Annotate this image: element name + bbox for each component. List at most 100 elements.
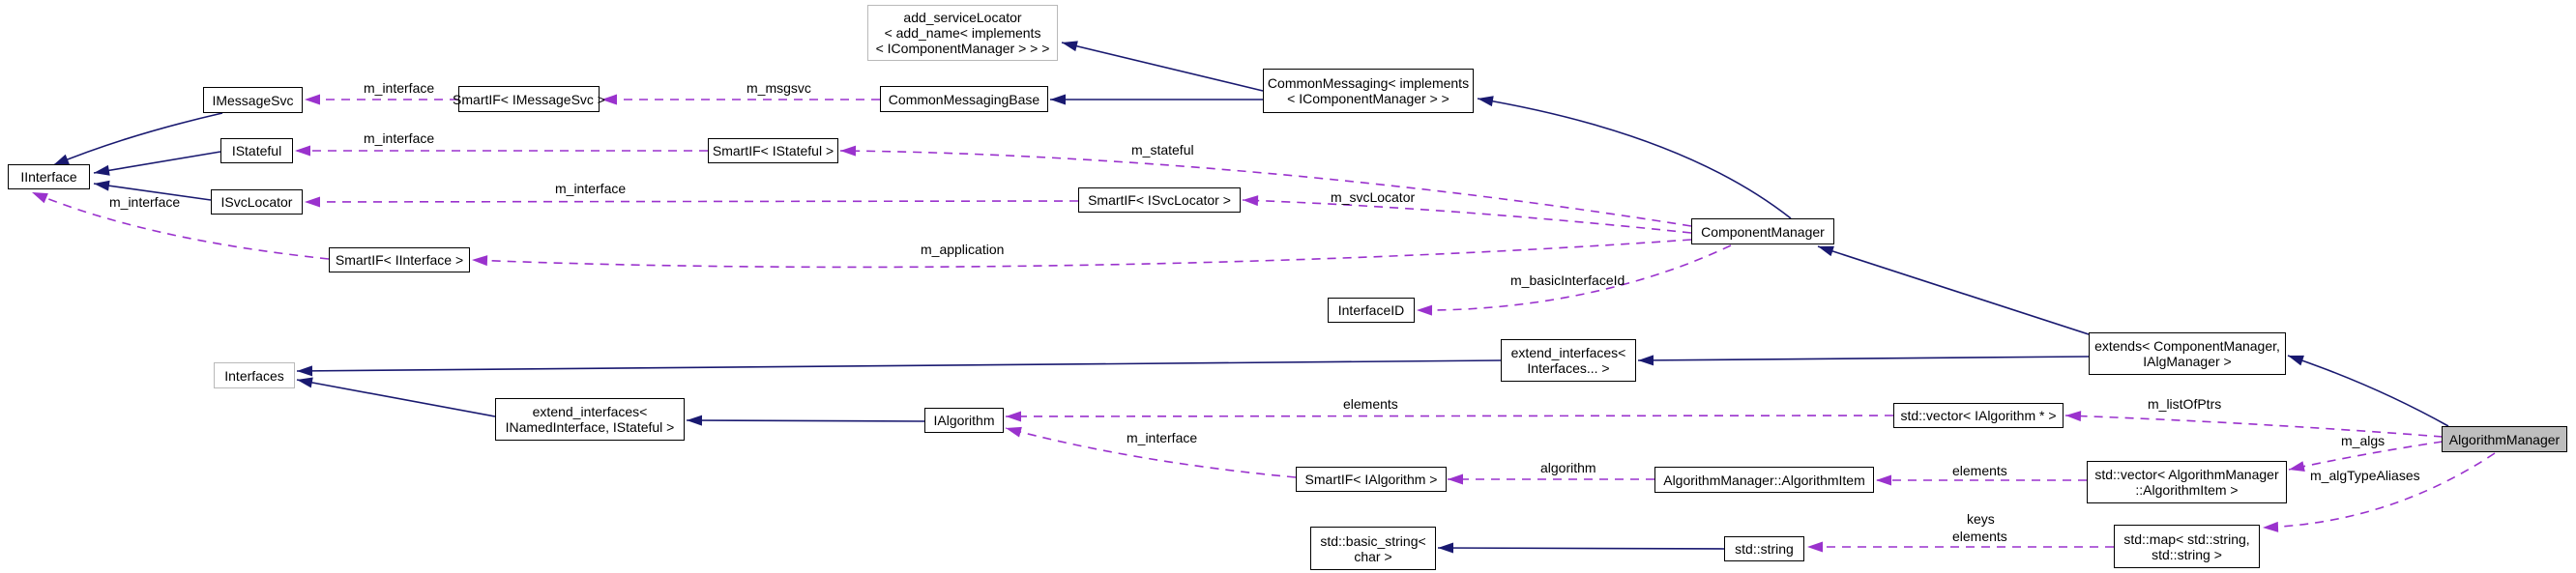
class-node-label: SmartIF< IAlgorithm > [1304,472,1438,487]
arrowhead-component_manager [1818,245,1834,257]
arrowhead-extend_interfaces_named [687,415,703,426]
inheritance-edge-i_stateful-to-i_interface [93,151,221,174]
class-node-smartif_istateful[interactable]: SmartIF< IStateful > [708,138,838,163]
usage-edge-algorithm_manager-to-vector_ialgorithm [2064,415,2444,438]
edge-label-m_svcLocator: m_svcLocator [1331,189,1416,205]
arrowhead-smartif_iinterface [472,255,488,267]
usage-edge-smartif_iinterface-to-i_interface [31,191,330,260]
usage-edge-vector_ialgorithm-to-i_algorithm [1005,415,1894,417]
class-node-label: < add_name< implements [884,25,1041,41]
class-node-vector_ialgorithm[interactable]: std::vector< IAlgorithm * > [1893,403,2064,428]
arrowhead-extends_cm [2288,355,2304,366]
arrowhead-interface_id [1417,304,1433,316]
class-node-common_messaging[interactable]: CommonMessaging< implements< IComponentM… [1263,69,1474,113]
arrowhead-i_interface [94,164,110,176]
arrowhead-smartif_isvclocator [1243,195,1259,207]
class-node-label: INamedInterface, IStateful > [505,419,675,435]
arrowhead-i_message_svc [305,94,320,105]
arrowhead-i_interface [32,192,48,204]
class-node-label: std::string [1735,541,1794,557]
arrowhead-add_service_locator [1062,41,1078,52]
class-node-extend_interfaces_pack[interactable]: extend_interfaces<Interfaces... > [1501,339,1636,382]
inheritance-edge-common_messaging-to-add_service_locator [1061,42,1264,92]
edge-label-algorithm: algorithm [1540,460,1596,475]
arrowhead-common_messaging [1478,96,1494,107]
edge-label-m_application: m_application [921,242,1005,257]
class-node-label: IAlgorithm [933,413,995,428]
class-node-algorithm_manager[interactable]: AlgorithmManager [2442,426,2567,452]
edge-label-m_basicInterfaceId: m_basicInterfaceId [1510,272,1625,288]
class-node-common_messaging_base[interactable]: CommonMessagingBase [880,86,1048,112]
class-node-i_algorithm[interactable]: IAlgorithm [924,408,1004,433]
class-node-label: SmartIF< IStateful > [712,143,834,158]
inheritance-edge-extend_interfaces_named-to-interfaces [296,379,496,417]
class-node-label: SmartIF< ISvcLocator > [1088,192,1231,208]
inheritance-edge-i_message_svc-to-i_interface [52,112,223,166]
class-node-label: < IComponentManager > > [1287,91,1449,106]
usage-edge-smartif_isvclocator-to-i_svc_locator [304,200,1079,203]
class-node-label: extend_interfaces< [532,404,648,419]
usage-edge-component_manager-to-smartif_iinterface [471,239,1692,269]
class-node-label: ::AlgorithmItem > [2135,482,2239,498]
arrowhead-interfaces [297,365,313,377]
class-node-std_map[interactable]: std::map< std::string,std::string > [2114,525,2260,568]
class-node-smartif_isvclocator[interactable]: SmartIF< ISvcLocator > [1078,187,1241,213]
class-node-smartif_imessagesvc[interactable]: SmartIF< IMessageSvc > [453,86,605,112]
class-node-basic_string[interactable]: std::basic_string<char > [1310,527,1436,570]
edge-label-m_interface: m_interface [555,181,627,196]
arrowhead-algorithm_item [1876,474,1891,486]
arrowhead-vector_ialgorithm [2065,411,2082,422]
class-node-label: IInterface [20,169,77,185]
class-node-label: Interfaces... > [1527,360,1610,376]
arrowhead-i_stateful [295,145,310,157]
class-node-label: std::string > [2152,546,2222,562]
arrowhead-common_messaging_base [1050,94,1066,105]
class-node-vector_algorithm_item[interactable]: std::vector< AlgorithmManager::Algorithm… [2087,461,2287,503]
class-node-label: InterfaceID [1337,302,1405,318]
inheritance-edge-extends_cm-to-component_manager [1817,245,2090,335]
edge-label-m_interface: m_interface [109,194,181,210]
inheritance-edge-extends_cm-to-extend_interfaces_pack [1637,356,2090,361]
class-node-label: add_serviceLocator [903,10,1022,25]
class-node-label: AlgorithmManager [2448,431,2561,447]
usage-edge-algorithm_manager-to-vector_algorithm_item [2288,441,2444,471]
class-node-extends_cm[interactable]: extends< ComponentManager,IAlgManager > [2089,332,2286,375]
class-node-component_manager[interactable]: ComponentManager [1691,218,1834,244]
class-node-label: < IComponentManager > > > [875,41,1050,56]
edge-label-m_algs: m_algs [2341,433,2386,448]
class-node-label: IMessageSvc [212,92,294,108]
arrowhead-std_string [1807,541,1823,553]
class-node-i_stateful[interactable]: IStateful [220,138,293,163]
inheritance-edge-component_manager-to-common_messaging [1477,98,1792,219]
arrowhead-vector_algorithm_item [2289,461,2305,472]
arrowhead-smartif_imessagesvc [601,94,617,105]
class-node-smartif_ialgorithm[interactable]: SmartIF< IAlgorithm > [1296,467,1447,492]
class-node-i_svc_locator[interactable]: ISvcLocator [211,189,303,215]
arrowhead-i_svc_locator [305,196,321,208]
class-node-std_string[interactable]: std::string [1724,536,1804,561]
inheritance-edge-std_string-to-basic_string [1437,547,1725,550]
class-node-label: std::vector< IAlgorithm * > [1900,408,2057,423]
edge-label-m_interface: m_interface [1127,430,1198,445]
class-node-label: extend_interfaces< [1510,345,1626,360]
class-node-label: std::vector< AlgorithmManager [2094,467,2279,482]
arrowhead-i_algorithm [1006,411,1022,422]
edge-label-m_interface: m_interface [364,130,435,146]
class-node-label: SmartIF< IInterface > [335,252,464,268]
class-node-algorithm_item[interactable]: AlgorithmManager::AlgorithmItem [1654,467,1874,493]
class-node-interface_id[interactable]: InterfaceID [1328,298,1415,323]
class-node-extend_interfaces_named[interactable]: extend_interfaces<INamedInterface, IStat… [495,398,685,441]
class-node-interfaces[interactable]: Interfaces [214,362,295,388]
usage-edge-component_manager-to-interface_id [1416,244,1732,311]
class-node-i_message_svc[interactable]: IMessageSvc [203,87,303,113]
class-node-add_service_locator[interactable]: add_serviceLocator< add_name< implements… [867,5,1058,61]
edge-label-m_algTypeAliases: m_algTypeAliases [2310,468,2420,483]
edge-label-m_interface: m_interface [364,80,435,96]
arrowhead-extend_interfaces_pack [1638,355,1654,366]
usage-edge-component_manager-to-smartif_isvclocator [1242,199,1692,234]
class-node-i_interface[interactable]: IInterface [8,164,90,189]
edge-label-elements: elements [1343,396,1398,412]
class-node-smartif_iinterface[interactable]: SmartIF< IInterface > [329,247,470,272]
arrowhead-smartif_ialgorithm [1448,473,1463,485]
